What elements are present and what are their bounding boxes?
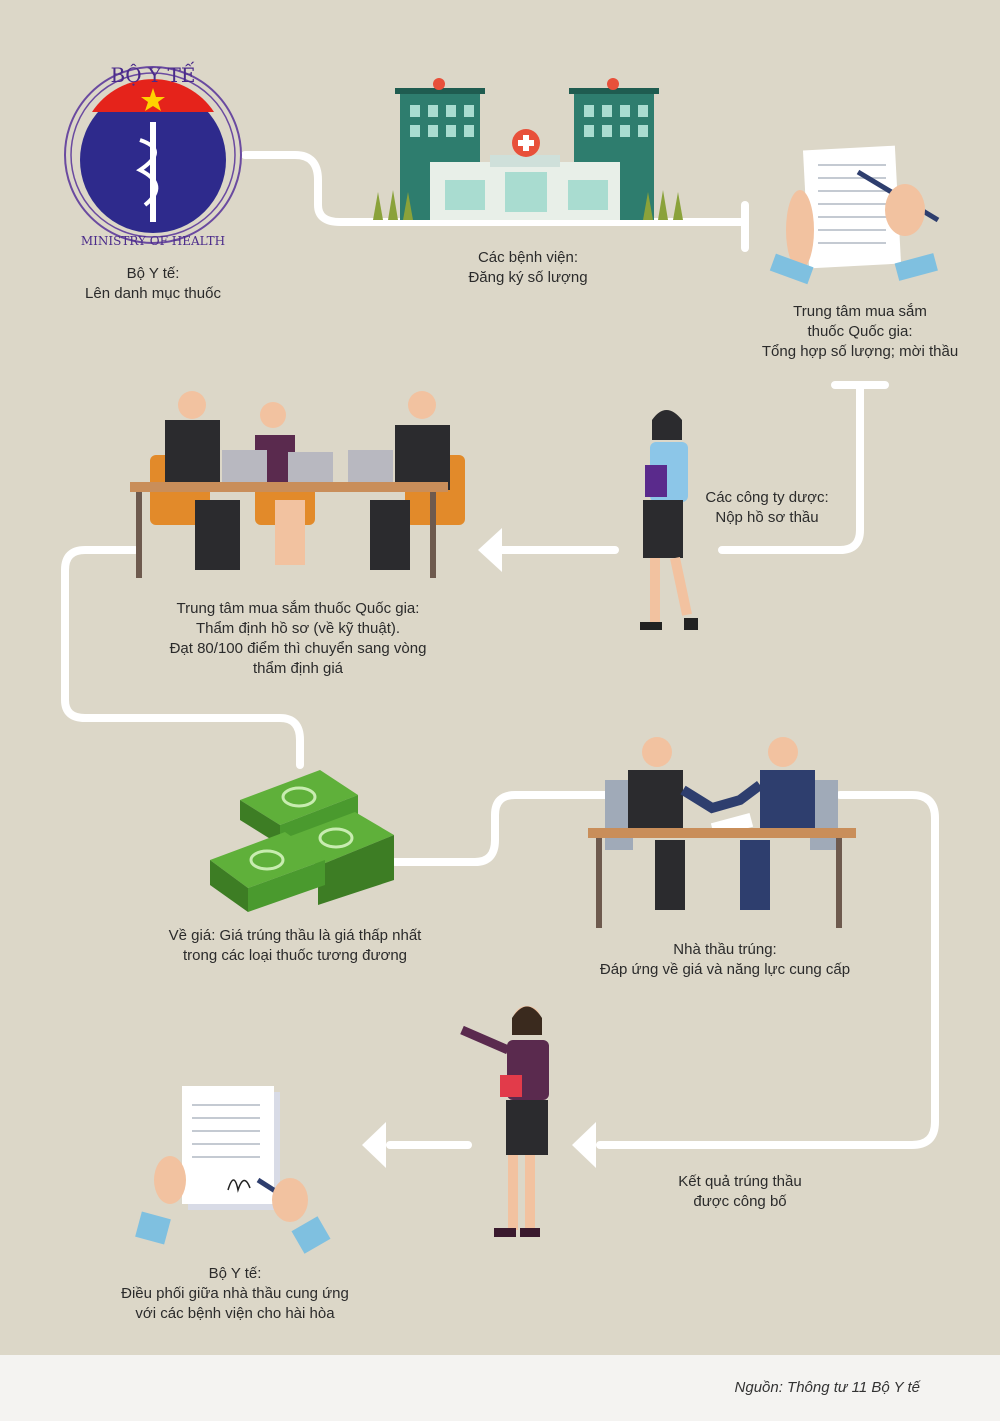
step-line: thẩm định giá [252, 660, 344, 677]
logo-bottom-text: MINISTRY OF HEALTH [81, 234, 225, 248]
presenter-woman-illustration [460, 1006, 549, 1237]
step-title: Các công ty dược: [705, 489, 829, 506]
step-9-caption: Bộ Y tế: Điều phối giữa nhà thầu cung ứn… [100, 1264, 370, 1324]
hospital-illustration [373, 78, 683, 220]
step-line: thuốc Quốc gia: [807, 323, 913, 340]
money-stack-illustration [210, 770, 394, 912]
signing-document-illustration [135, 1086, 331, 1254]
step-line: được công bố [693, 1193, 787, 1210]
step-7-caption: Nhà thầu trúng: Đáp ứng về giá và năng l… [580, 940, 870, 980]
pharma-company-woman-illustration [640, 410, 698, 630]
signature-icon [227, 1179, 251, 1193]
document-writing-illustration [769, 145, 940, 285]
step-line: Thẩm định hồ sơ (về kỹ thuật). [195, 620, 401, 637]
handshake-illustration [588, 737, 856, 928]
ministry-of-health-logo [64, 66, 242, 244]
step-3-caption: Trung tâm mua sắm thuốc Quốc gia: Tổng h… [740, 302, 980, 362]
flow-path [61, 151, 939, 1149]
step-title: Nhà thầu trúng: [673, 941, 777, 958]
step-title: Bộ Y tế: [126, 265, 180, 282]
step-desc: Đăng ký số lượng [468, 269, 588, 286]
step-title: Các bệnh viện: [477, 249, 579, 266]
step-line: với các bệnh viện cho hài hòa [135, 1305, 335, 1322]
step-line: Tổng hợp số lượng; mời thầu [761, 343, 959, 360]
step-4-caption: Các công ty dược: Nộp hồ sơ thầu [692, 488, 842, 528]
source-note: Nguồn: Thông tư 11 Bộ Y tế [734, 1379, 920, 1396]
step-6-caption: Về giá: Giá trúng thầu là giá thấp nhất … [145, 926, 445, 966]
step-5-caption: Trung tâm mua sắm thuốc Quốc gia: Thẩm đ… [148, 599, 448, 679]
step-desc: Nộp hồ sơ thầu [715, 509, 819, 526]
step-desc: Lên danh mục thuốc [85, 285, 221, 302]
step-8-caption: Kết quả trúng thầu được công bố [660, 1172, 820, 1212]
logo-top-text: BỘ Y TẾ [111, 61, 196, 87]
step-line: Về giá: Giá trúng thầu là giá thấp nhất [168, 927, 422, 944]
step-line: Bộ Y tế: [208, 1265, 262, 1282]
step-1-caption: Bộ Y tế: Lên danh mục thuốc [60, 264, 246, 304]
step-line: Điều phối giữa nhà thầu cung ứng [121, 1285, 349, 1302]
step-line: Trung tâm mua sắm [793, 303, 927, 320]
footer: Nguồn: Thông tư 11 Bộ Y tế [0, 1355, 1000, 1421]
arrowheads [362, 528, 596, 1168]
meeting-illustration [130, 391, 465, 578]
step-line: Đạt 80/100 điểm thì chuyển sang vòng [169, 640, 427, 657]
step-line: Kết quả trúng thầu [678, 1173, 802, 1190]
step-line: trong các loại thuốc tương đương [182, 947, 408, 964]
step-2-caption: Các bệnh viện: Đăng ký số lượng [428, 248, 628, 288]
step-desc: Đáp ứng về giá và năng lực cung cấp [599, 961, 851, 978]
step-line: Trung tâm mua sắm thuốc Quốc gia: [176, 600, 420, 617]
